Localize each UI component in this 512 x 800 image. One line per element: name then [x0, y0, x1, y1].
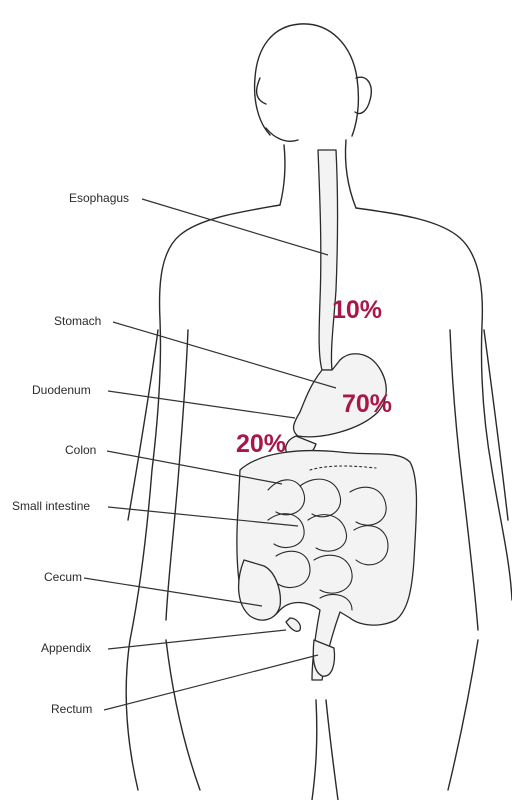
leg-gap-2: [326, 700, 338, 800]
esophagus-shape: [318, 150, 338, 370]
label-duodenum: Duodenum: [32, 383, 91, 397]
neck-left: [280, 145, 285, 205]
neck-right: [345, 140, 356, 208]
label-rectum: Rectum: [51, 702, 92, 716]
hip-left: [166, 640, 200, 790]
rectum-shape: [313, 640, 334, 676]
hip-right: [448, 640, 478, 790]
percent-stomach: 70%: [342, 390, 392, 418]
label-colon: Colon: [65, 443, 96, 457]
leader-rectum: [104, 655, 318, 710]
nose-outline: [257, 78, 266, 104]
arm-left-outer: [128, 330, 158, 520]
leader-duodenum: [108, 391, 295, 418]
leader-stomach: [113, 322, 336, 388]
arm-right-inner: [450, 330, 478, 630]
chin-outline: [266, 128, 298, 141]
leg-gap: [312, 700, 317, 800]
percent-esophagus: 10%: [332, 296, 382, 324]
label-cecum: Cecum: [44, 570, 82, 584]
label-appendix: Appendix: [41, 641, 91, 655]
leader-cecum: [84, 578, 262, 606]
appendix-shape: [286, 618, 300, 631]
arm-left-inner: [166, 330, 188, 620]
label-small-intestine: Small intestine: [12, 499, 90, 513]
label-stomach: Stomach: [54, 314, 101, 328]
label-esophagus: Esophagus: [69, 191, 129, 205]
percent-duodenum: 20%: [236, 430, 286, 458]
head-outline: [255, 24, 359, 136]
leader-appendix: [108, 630, 286, 649]
